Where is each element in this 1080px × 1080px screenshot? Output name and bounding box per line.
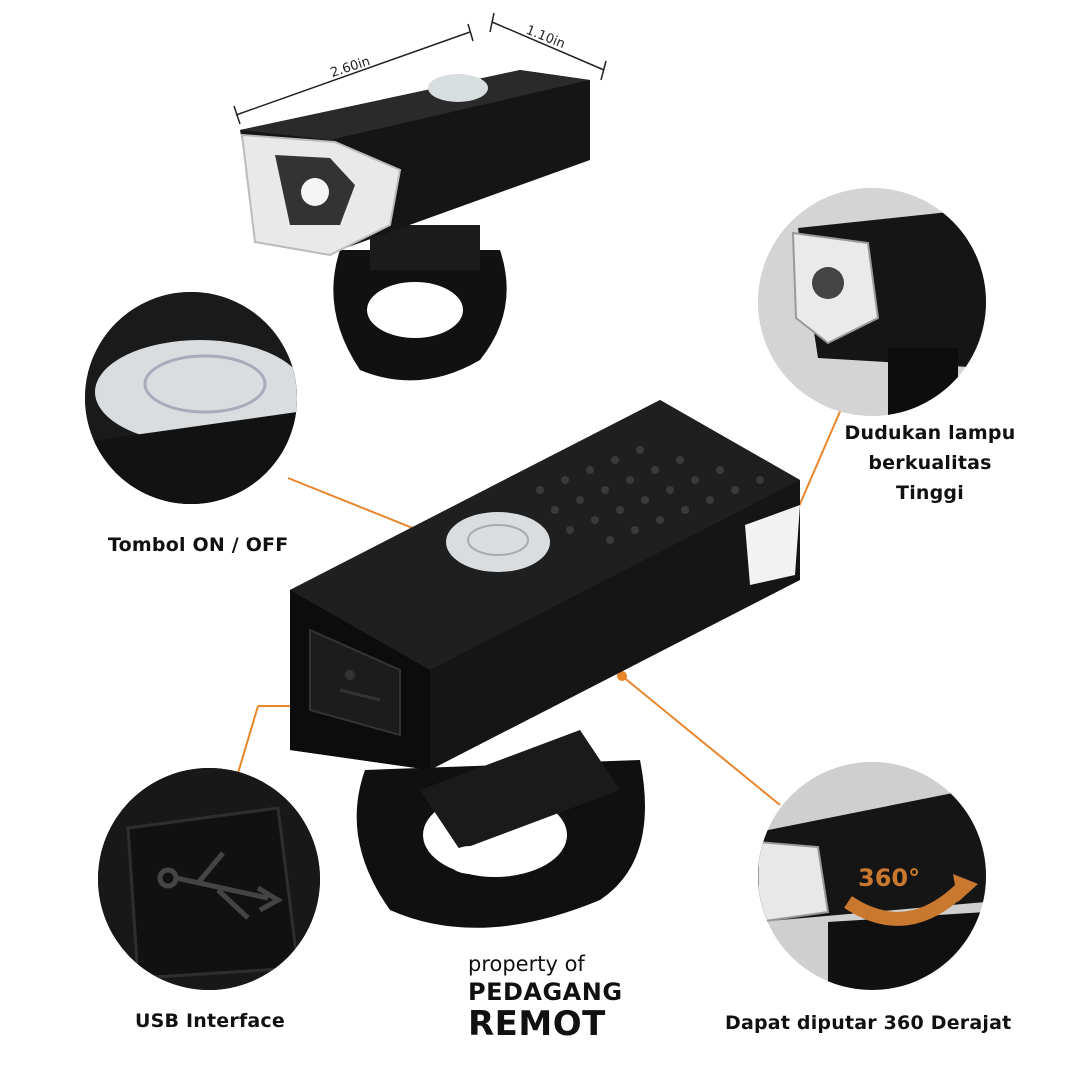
callout-line-mount bbox=[792, 399, 846, 521]
detail-circle-usb bbox=[98, 768, 320, 990]
callout-line-rotate bbox=[621, 675, 781, 806]
watermark-line3: REMOT bbox=[468, 1004, 606, 1044]
callout-dot-rotate bbox=[617, 671, 627, 681]
detail-circle-rotate: 360° bbox=[758, 762, 986, 990]
detail-circle-button bbox=[85, 292, 297, 504]
label-mount-line2: berkualitas bbox=[868, 452, 992, 474]
main-lamp-button bbox=[446, 512, 550, 572]
main-lamp-light bbox=[745, 505, 800, 585]
main-lamp-strap bbox=[356, 730, 645, 928]
usb-symbol-icon bbox=[157, 851, 283, 920]
detail-usb-image bbox=[98, 768, 320, 990]
label-usb: USB Interface bbox=[135, 1010, 285, 1032]
main-lamp-body bbox=[290, 400, 800, 770]
top-lamp-button bbox=[428, 74, 488, 102]
dimension-height bbox=[489, 12, 607, 81]
label-mount: Dudukan lampu berkualitas Tinggi bbox=[830, 418, 1030, 508]
label-mount-line3: Tinggi bbox=[896, 482, 964, 504]
main-lamp-usb-port bbox=[309, 628, 401, 737]
top-lamp-strap bbox=[333, 225, 507, 381]
detail-circle-mount bbox=[758, 188, 986, 416]
detail-button-image bbox=[85, 292, 297, 504]
label-rotate: Dapat diputar 360 Derajat bbox=[725, 1012, 1012, 1034]
label-button: Tombol ON / OFF bbox=[108, 534, 289, 556]
watermark: property of PEDAGANG REMOT bbox=[468, 952, 623, 1044]
dimension-length bbox=[233, 23, 474, 125]
top-lamp-illustration bbox=[233, 12, 607, 381]
watermark-line2: PEDAGANG bbox=[468, 978, 623, 1006]
top-lamp-body bbox=[240, 70, 590, 257]
main-lamp-illustration bbox=[290, 400, 800, 928]
rotate-arrow-icon bbox=[844, 881, 968, 926]
watermark-line1: property of bbox=[468, 952, 585, 976]
label-mount-line1: Dudukan lampu bbox=[844, 422, 1016, 444]
rotate-badge: 360° bbox=[858, 864, 921, 892]
detail-mount-image bbox=[758, 188, 986, 416]
